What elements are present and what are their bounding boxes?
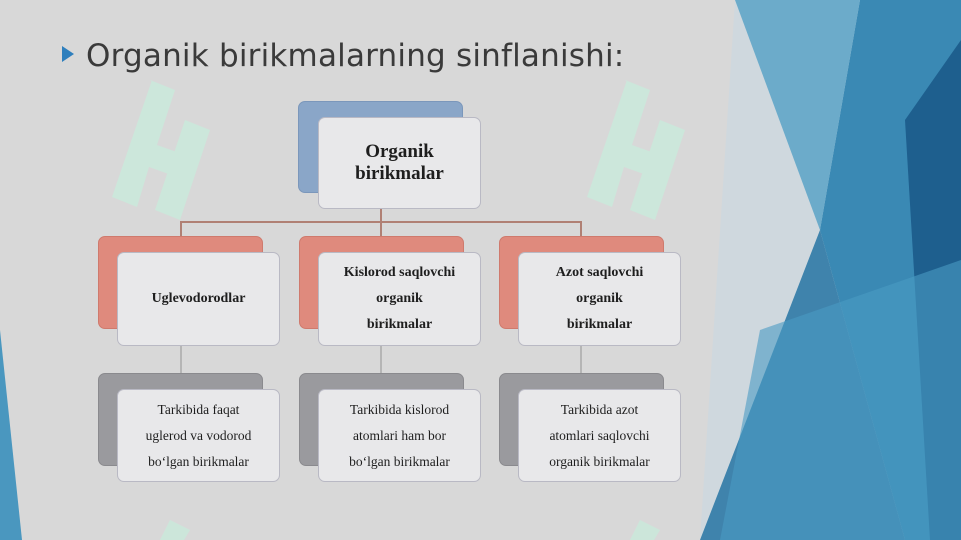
slide-title-text: Organik birikmalarning sinflanishi: — [86, 38, 625, 74]
description-1-line2: uglerod va vodorod — [145, 427, 252, 443]
connector-desc-left — [180, 345, 182, 373]
root-label-line1: Organik — [365, 141, 434, 162]
right-facet-top — [735, 0, 860, 230]
description-2-line1: Tarkibida kislorod — [349, 401, 450, 417]
category-3-line1: Azot saqlovchi — [555, 265, 644, 280]
description-node-2: Tarkibida kislorod atomlari ham bor bo‘l… — [318, 389, 481, 482]
root-node: Organik birikmalar — [318, 117, 481, 209]
watermark-logo-right — [587, 80, 685, 220]
category-2-line2: organik — [376, 291, 423, 306]
connector-left — [180, 221, 182, 237]
left-facet — [0, 330, 22, 540]
category-node-1: Uglevodorodlar — [117, 252, 280, 346]
connector-desc-right — [580, 345, 582, 373]
description-2-line3: bo‘lgan birikmalar — [349, 453, 450, 469]
description-3-line2: atomlari saqlovchi — [549, 427, 650, 443]
connector-desc-middle — [380, 345, 382, 373]
category-2-line3: birikmalar — [366, 317, 433, 332]
bullet-arrow-icon — [62, 46, 74, 62]
slide-title: Organik birikmalarning sinflanishi: — [62, 38, 624, 74]
connector-middle — [380, 221, 382, 237]
description-node-3: Tarkibida azot atomlari saqlovchi organi… — [518, 389, 681, 482]
description-1-line1: Tarkibida faqat — [157, 401, 240, 417]
watermark-logo-left — [112, 80, 210, 220]
category-1-line1: Uglevodorodlar — [151, 291, 246, 306]
category-2-line1: Kislorod saqlovchi — [343, 265, 456, 280]
root-label-line2: birikmalar — [355, 163, 444, 184]
category-node-3: Azot saqlovchi organik birikmalar — [518, 252, 681, 346]
description-3-line3: organik birikmalar — [549, 453, 650, 469]
description-1-line3: bo‘lgan birikmalar — [148, 453, 249, 469]
watermark-logo-bottom — [160, 520, 660, 540]
category-node-2: Kislorod saqlovchi organik birikmalar — [318, 252, 481, 346]
description-3-line1: Tarkibida azot — [560, 401, 639, 417]
category-3-line3: birikmalar — [566, 317, 633, 332]
connector-root-down — [380, 208, 382, 222]
description-2-line2: atomlari ham bor — [353, 427, 446, 443]
description-node-1: Tarkibida faqat uglerod va vodorod bo‘lg… — [117, 389, 280, 482]
category-3-line2: organik — [576, 291, 623, 306]
connector-right — [580, 221, 582, 237]
right-facet-overlay — [720, 260, 961, 540]
